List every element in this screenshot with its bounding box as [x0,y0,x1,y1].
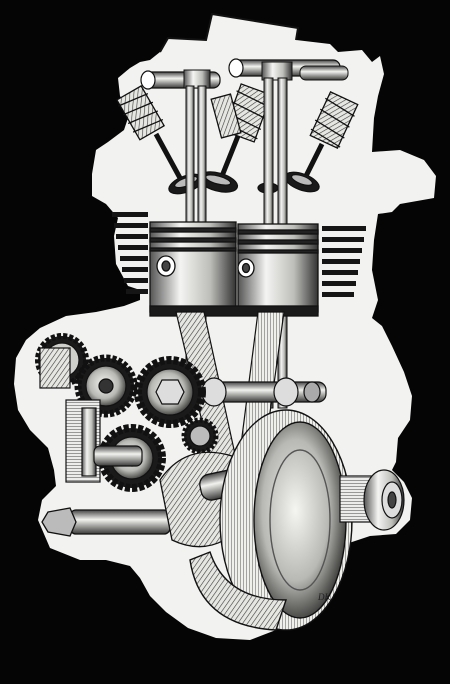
valves [153,132,325,195]
pistons [149,221,319,317]
rocker-arms [140,58,349,90]
artist-signature: DK [317,592,331,602]
cooling-fins-left [112,212,148,294]
magneto-assembly [39,347,143,483]
output-shaft [339,469,405,531]
cooling-fins-right [322,226,366,297]
cylinder-head-outline [159,12,300,53]
valve-springs [115,83,359,149]
camshaft [175,377,327,407]
flywheel [189,409,353,631]
